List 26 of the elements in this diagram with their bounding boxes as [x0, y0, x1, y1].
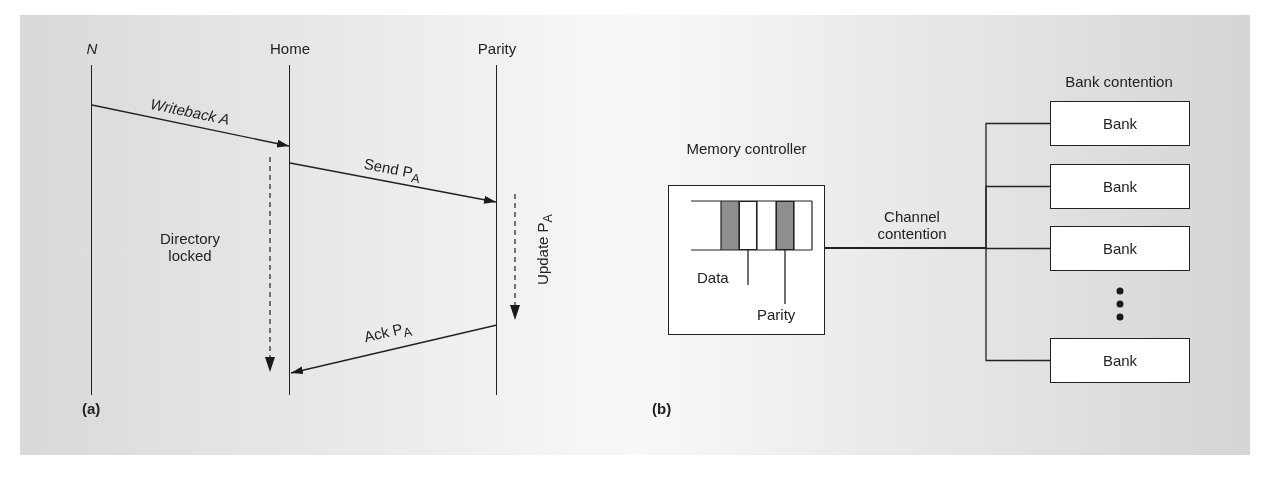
bus-line: [823, 247, 1051, 362]
leader-line: [784, 249, 786, 305]
part-label: Parity: [757, 306, 796, 323]
panel-label: (a): [82, 400, 102, 417]
memory-controller: [668, 140, 825, 335]
participant-label: Home: [269, 40, 311, 57]
part-label: Data: [697, 269, 729, 286]
message-arrow: [289, 162, 497, 204]
annotation-text: Bank contention: [1064, 73, 1174, 90]
register-slot: [739, 201, 757, 250]
panel-label: (b): [652, 400, 673, 417]
bank-box: Bank: [1050, 101, 1190, 146]
register-slot: [776, 201, 794, 250]
participant-label: Parity: [476, 40, 518, 57]
participant-label: N: [85, 40, 99, 57]
annotation-text: Channel contention: [876, 208, 948, 242]
bank-box: Bank: [1050, 164, 1190, 209]
message-arrow: [91, 104, 290, 148]
edge-label: Writeback A: [147, 94, 233, 130]
bank-box: Bank: [1050, 338, 1190, 383]
leader-line: [747, 249, 749, 286]
controller-title: Memory controller: [685, 140, 808, 157]
annotation-text: Directory locked: [159, 230, 221, 264]
bank-box: Bank: [1050, 226, 1190, 271]
edge-label: Send P$_{A}$: [361, 153, 423, 189]
message-arrow: [290, 324, 498, 375]
